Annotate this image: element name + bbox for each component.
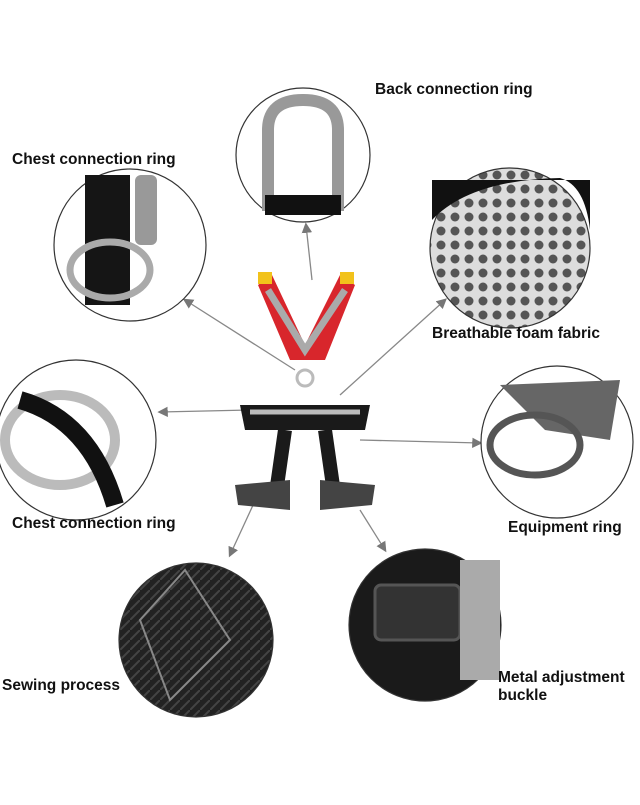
detail-equipment-ring	[480, 365, 634, 519]
label-chest-connection-ring-top: Chest connection ring	[12, 151, 176, 168]
label-metal-adjustment-buckle: Metal adjustment buckle	[498, 669, 625, 705]
label-equipment-ring: Equipment ring	[508, 519, 622, 536]
detail-back-ring	[235, 87, 371, 223]
harness-image	[235, 272, 375, 510]
label-back-connection-ring: Back connection ring	[375, 81, 533, 98]
label-buckle-line2: buckle	[498, 687, 548, 704]
detail-chest-ring-top	[53, 168, 207, 322]
detail-chest-ring-mid	[0, 359, 157, 521]
label-buckle-line1: Metal adjustment	[498, 669, 625, 686]
label-sewing-process: Sewing process	[2, 677, 121, 694]
detail-sewing	[118, 562, 274, 718]
detail-buckle	[348, 548, 502, 702]
label-chest-connection-ring-mid: Chest connection ring	[12, 515, 176, 532]
detail-foam-fabric	[429, 167, 591, 329]
label-breathable-foam-fabric: Breathable foam fabric	[432, 325, 600, 342]
